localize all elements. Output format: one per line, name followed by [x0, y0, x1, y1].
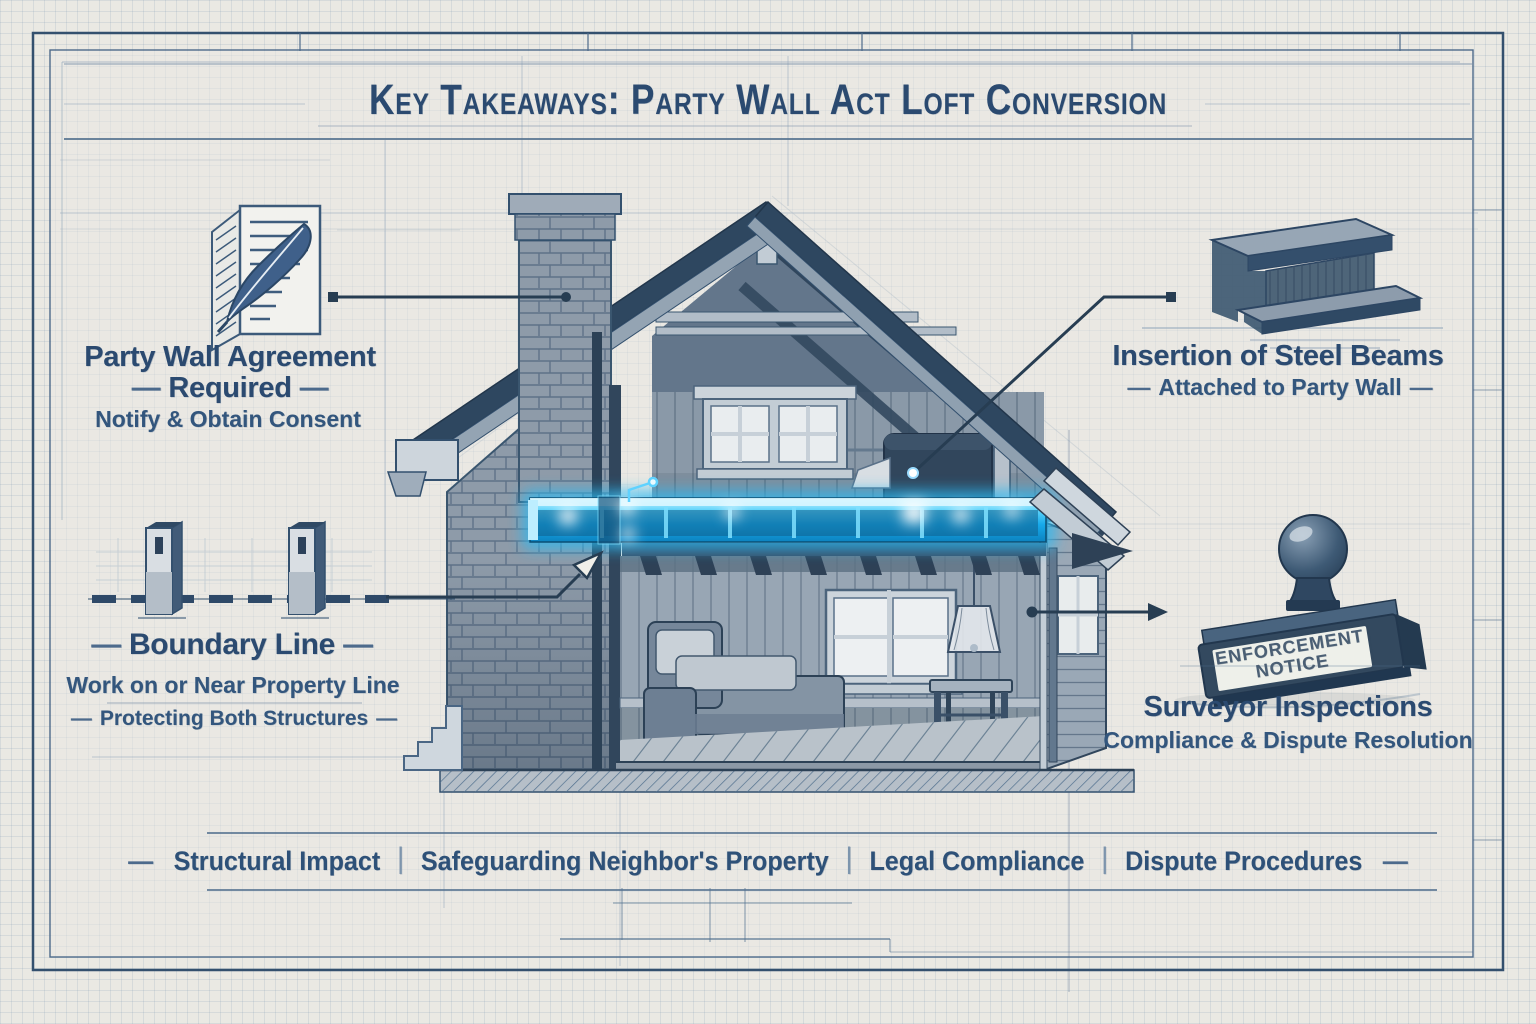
agreement-heading-line2: —Required—	[124, 372, 337, 405]
connector-surveyor	[1026, 603, 1168, 621]
sofa	[643, 621, 845, 758]
loft-armchair	[850, 433, 993, 509]
boundary-post-left	[138, 520, 186, 619]
downspout	[1048, 547, 1058, 763]
steel-beams-heading: Insertion of Steel Beams	[1112, 340, 1444, 372]
dash-decoration: —	[376, 707, 398, 730]
dash-decoration: —	[131, 372, 161, 404]
stamp-label-face	[1210, 623, 1375, 694]
side-stool	[929, 679, 1013, 732]
steel-beam-icon	[1142, 217, 1443, 349]
dash-decoration: —	[91, 628, 121, 661]
connector-lines	[328, 292, 1176, 621]
right-eave	[1028, 466, 1133, 571]
wall-cut-edge	[592, 332, 602, 770]
boundary-heading: —Boundary Line—	[83, 628, 381, 662]
connector-boundary	[386, 550, 604, 599]
dash-decoration: —	[1127, 374, 1151, 400]
boundary-subtext2: —Protecting Both Structures—	[63, 707, 405, 731]
chimney-cap	[508, 193, 622, 215]
dash-decoration: —	[1382, 845, 1408, 876]
enforcement-stamp-icon	[1175, 514, 1427, 709]
page-title: Key Takeaways: Party Wall Act Loft Conve…	[368, 76, 1168, 124]
dash-decoration: —	[128, 845, 154, 876]
beam-glow-nodes	[560, 501, 1018, 540]
boundary-subtext1: Work on or Near Property Line	[66, 672, 400, 698]
foundation	[403, 705, 1135, 793]
separator-bar: |	[1101, 842, 1109, 875]
footer-item-dispute-procedures: Dispute Procedures	[1125, 845, 1363, 876]
separator-bar: |	[845, 842, 853, 875]
house-cutaway-illustration	[386, 193, 1135, 793]
dash-decoration: —	[70, 707, 92, 730]
dash-decoration: —	[343, 628, 373, 661]
steel-beam-glowing	[522, 490, 1056, 550]
steps	[403, 705, 463, 771]
footer-item-legal-compliance: Legal Compliance	[869, 845, 1085, 876]
surveyor-subtext: Compliance & Dispute Resolution	[1103, 727, 1473, 753]
footer-takeaways: — Structural Impact | Safeguarding Neigh…	[121, 842, 1416, 878]
separator-bar: |	[396, 842, 405, 875]
ground-floor-room	[616, 556, 1048, 774]
pendant-lamp	[946, 556, 1002, 653]
agreement-heading-line1: Party Wall Agreement	[84, 341, 376, 373]
agreement-subtext: Notify & Obtain Consent	[95, 406, 361, 432]
document-quill-icon	[211, 204, 322, 352]
beam-mini-callout	[627, 476, 659, 502]
footer-item-safeguarding: Safeguarding Neighbor's Property	[420, 845, 829, 876]
stamp-handle-ball	[1278, 514, 1348, 584]
loft-window	[693, 385, 857, 480]
steel-beams-subtext: —Attached to Party Wall—	[1119, 374, 1440, 401]
boundary-post-right	[281, 520, 329, 619]
quill-feather	[226, 222, 312, 323]
connector-steel-beam	[907, 292, 1176, 479]
blueprint-frame	[31, 31, 1505, 972]
footer-item-structural-impact: Structural Impact	[173, 845, 381, 876]
dash-decoration: —	[1409, 374, 1433, 400]
boundary-posts-icon	[88, 520, 455, 704]
rule-lines	[64, 63, 1472, 891]
right-exterior-wall	[1039, 519, 1107, 773]
connector-agreement	[328, 292, 571, 302]
dash-decoration: —	[299, 372, 329, 404]
bottom-sketch-lines	[560, 665, 1473, 953]
stamp-body	[1197, 598, 1427, 708]
surveyor-heading: Surveyor Inspections	[1143, 691, 1433, 723]
